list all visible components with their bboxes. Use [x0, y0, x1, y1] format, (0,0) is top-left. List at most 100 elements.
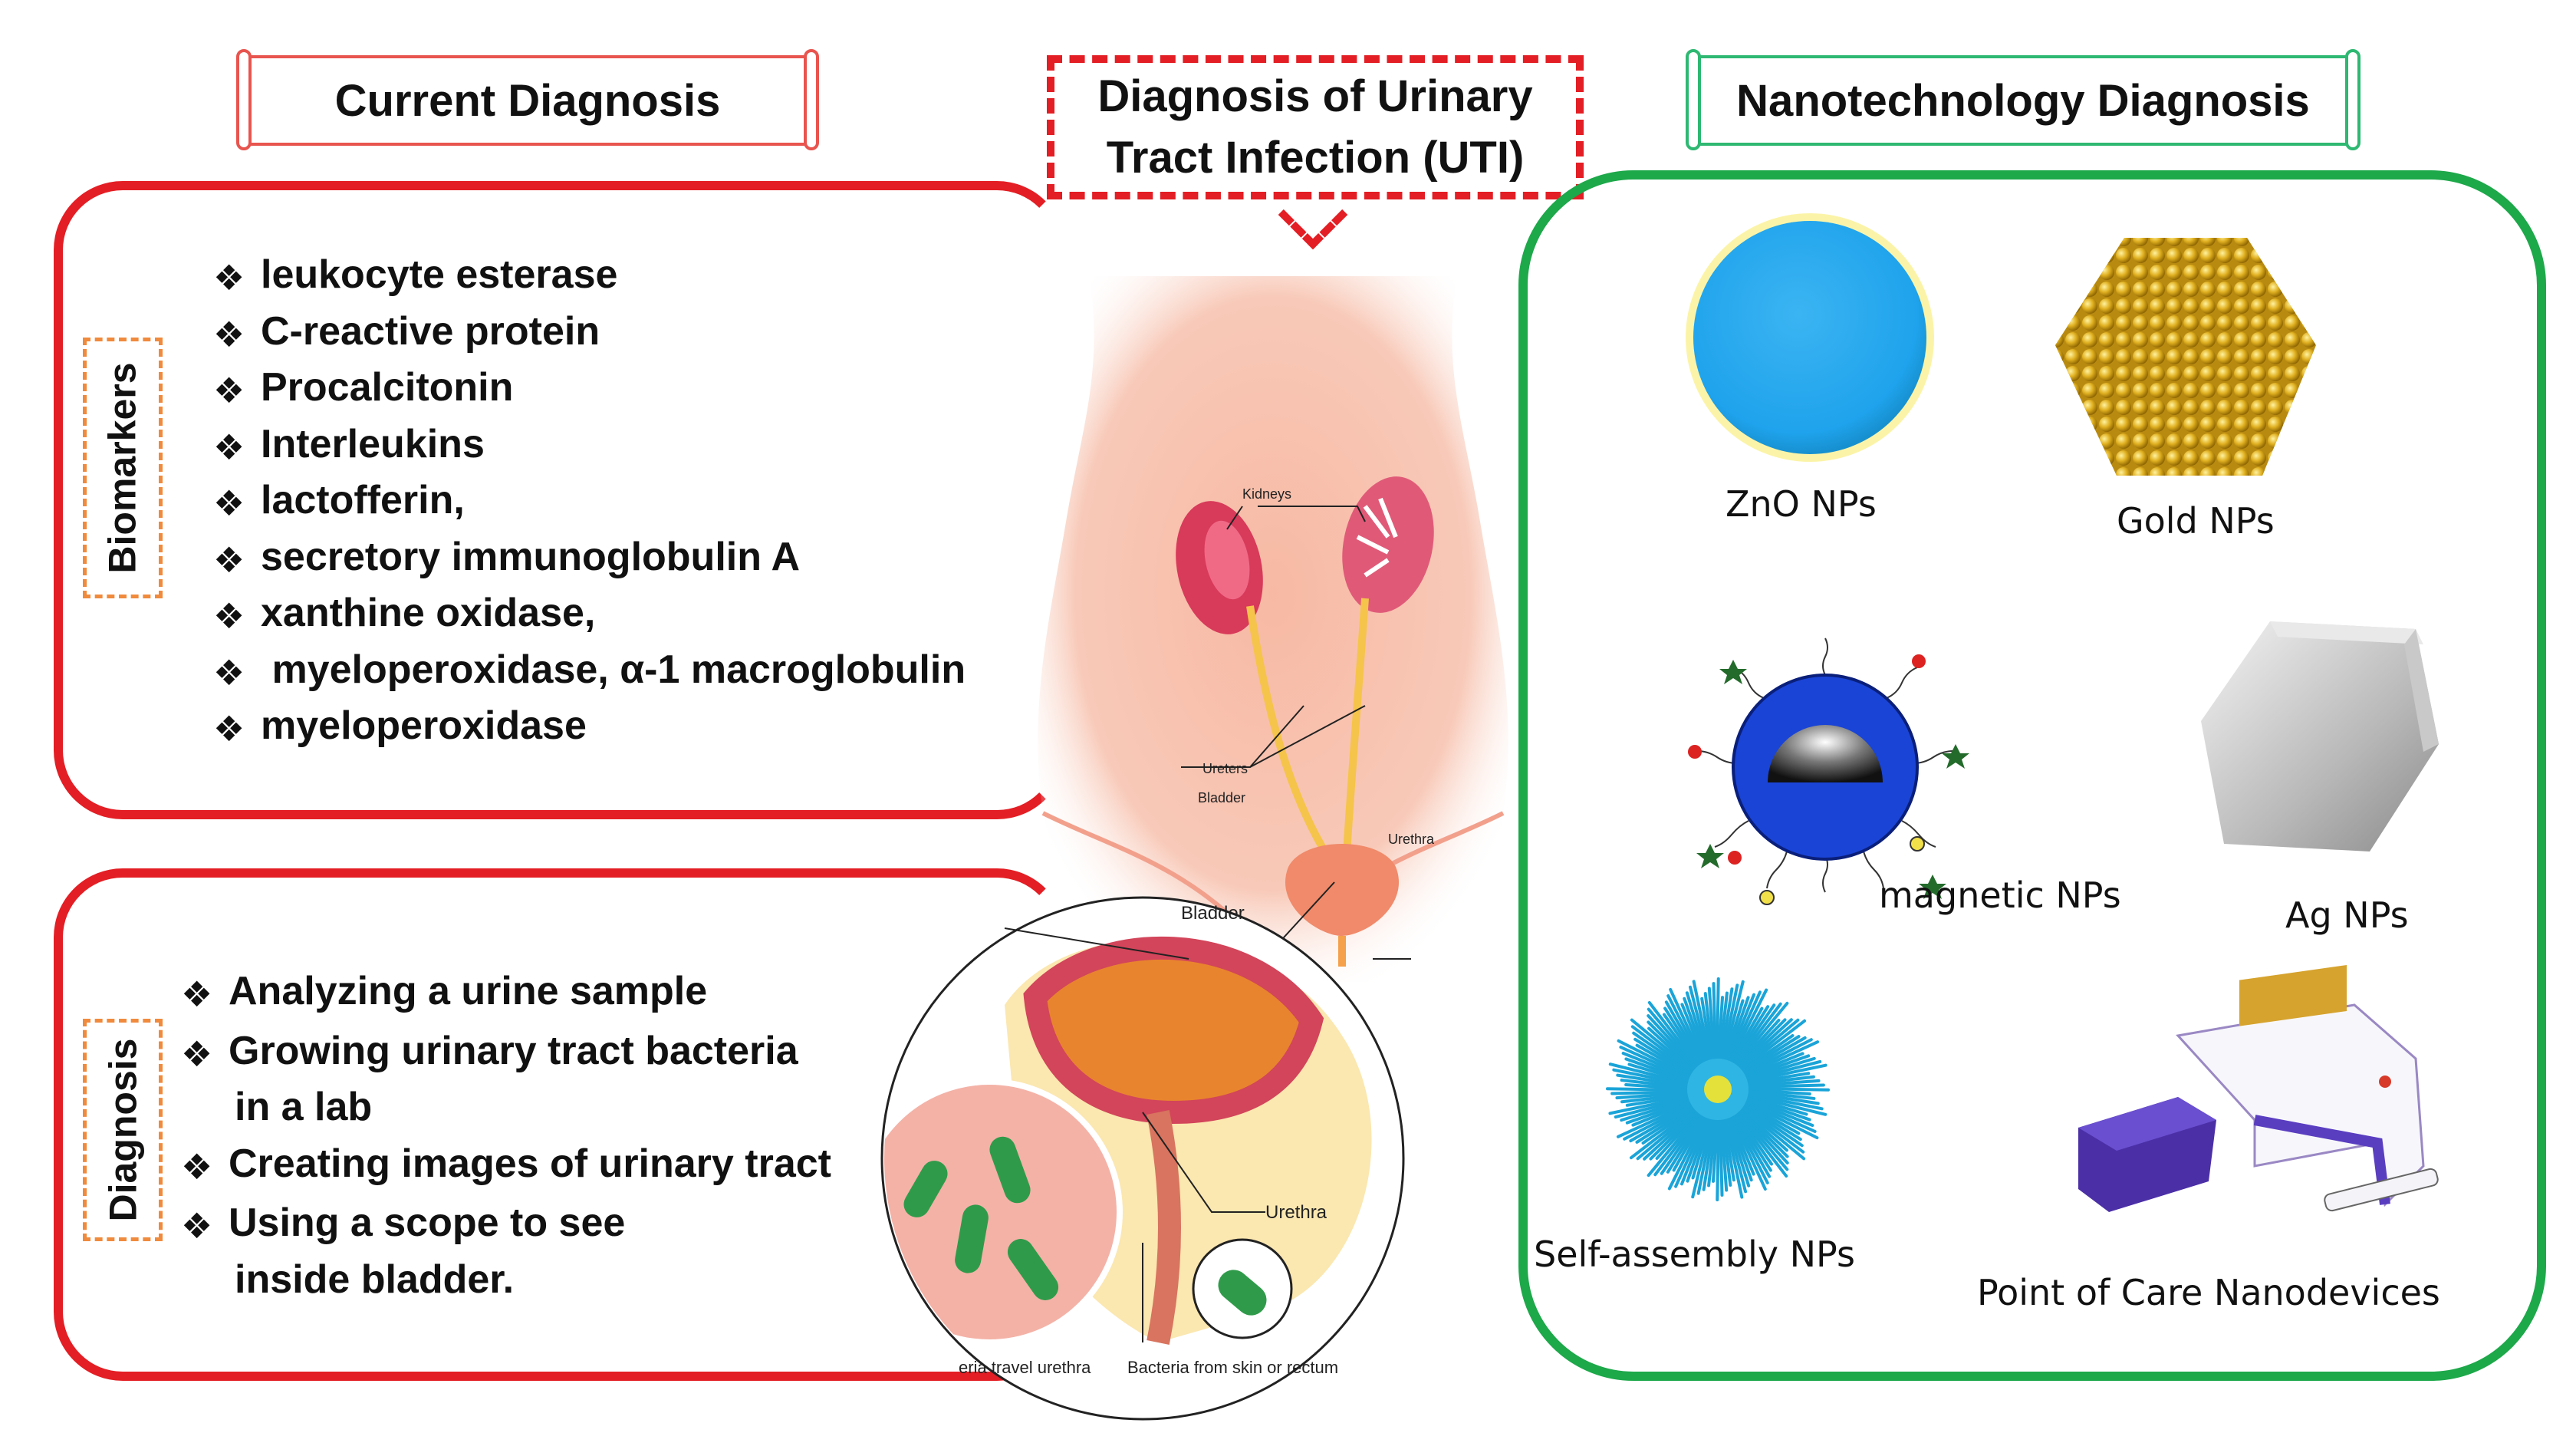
spike — [1717, 991, 1729, 1069]
spike — [1691, 1110, 1716, 1199]
spike — [1692, 980, 1714, 1069]
spike — [1616, 1073, 1697, 1089]
spike — [1621, 1051, 1698, 1084]
spike — [1739, 1089, 1820, 1105]
right-kidney — [1342, 476, 1434, 613]
spike — [1738, 1095, 1814, 1128]
list-item: ❖Analyzing a urine sample — [181, 964, 887, 1023]
spike — [1660, 1107, 1708, 1175]
list-item: ❖Procalcitonin — [213, 360, 1018, 417]
spike — [1720, 1110, 1732, 1187]
bullet-icon: ❖ — [213, 427, 245, 467]
left-kidney — [1176, 501, 1263, 634]
biomarkers-panel — [54, 181, 1066, 819]
self-assembly-np-label: Self-assembly NPs — [1534, 1234, 1855, 1275]
kidneys-label: Kidneys — [1242, 486, 1291, 502]
spike — [1731, 1105, 1788, 1178]
spike — [1720, 980, 1745, 1069]
spike — [1735, 1038, 1813, 1079]
list-item: ❖Interleukins — [213, 417, 1018, 473]
spike — [1666, 1108, 1709, 1174]
spike — [1735, 1101, 1806, 1161]
inset-urethra-label: Urethra — [1265, 1202, 1327, 1223]
spike — [1735, 1099, 1804, 1148]
biomarkers-label: Biomarkers — [101, 362, 144, 574]
nanotechnology-diagnosis-title: Nanotechnology Diagnosis — [1736, 75, 2310, 126]
spike — [1719, 1110, 1729, 1192]
spike — [1738, 1059, 1822, 1084]
gold-np-label: Gold NPs — [2117, 500, 2275, 542]
spike — [1739, 1083, 1825, 1089]
spike — [1647, 1007, 1704, 1075]
point-of-care-nanodevice — [2078, 964, 2439, 1212]
spike — [1633, 1037, 1699, 1080]
spike — [1739, 1091, 1824, 1111]
spike — [1617, 1039, 1699, 1082]
spike — [1647, 1000, 1705, 1074]
spike — [1616, 1099, 1699, 1138]
spike — [1725, 1108, 1753, 1182]
gold-nanoparticle — [2055, 238, 2316, 476]
bullet-icon: ❖ — [181, 1146, 213, 1187]
bullet-icon: ❖ — [213, 652, 245, 693]
spike — [1683, 996, 1711, 1070]
spike — [1737, 1054, 1811, 1082]
spike — [1669, 987, 1709, 1071]
spike — [1653, 1107, 1707, 1177]
spike — [1716, 1110, 1721, 1201]
spike — [1625, 1096, 1699, 1125]
spike — [1686, 1109, 1714, 1183]
spike — [1738, 1095, 1817, 1133]
list-item: ❖leukocyte esterase — [213, 247, 1018, 304]
biomarkers-label-box: Biomarkers — [83, 338, 163, 598]
uti-title-line2: Tract Infection (UTI) — [1106, 133, 1525, 183]
current-diagnosis-header: Current Diagnosis — [236, 49, 819, 150]
spike — [1732, 1103, 1789, 1164]
spike — [1727, 1005, 1770, 1071]
spike — [1733, 1019, 1807, 1076]
spike — [1624, 1057, 1698, 1085]
spike — [1647, 1106, 1706, 1178]
spike — [1731, 1018, 1787, 1074]
list-item: ❖lactofferin, — [213, 473, 1018, 529]
spike — [1739, 1075, 1815, 1087]
spike — [1630, 1025, 1700, 1079]
spike — [1702, 1110, 1718, 1191]
bullet-icon: ❖ — [213, 314, 245, 354]
bladder-inset-illustration: Bladder Urethra eria travel urethra Bact… — [880, 896, 1405, 1421]
list-item: ❖myeloperoxidase — [213, 698, 1018, 755]
spike — [1712, 982, 1718, 1069]
spike — [1620, 1079, 1697, 1090]
spike — [1608, 1093, 1698, 1115]
diagnosis-panel — [54, 868, 1066, 1381]
nanotechnology-diagnosis-header: Nanotechnology Diagnosis — [1686, 49, 2361, 150]
spike — [1735, 1035, 1801, 1078]
spike — [1696, 1110, 1716, 1195]
ureters — [1246, 598, 1369, 869]
spike — [1688, 985, 1712, 1069]
urinary-anatomy-illustration: Kidneys Ureters Bladder Urethra — [1038, 276, 1508, 982]
spike — [1620, 1095, 1698, 1122]
magnetic-np-label: magnetic NPs — [1879, 875, 2121, 916]
spike — [1703, 992, 1716, 1069]
zno-np-label: ZnO NPs — [1726, 483, 1877, 525]
spike — [1732, 1018, 1793, 1075]
uti-title-box: Diagnosis of Urinary Tract Infection (UT… — [1047, 55, 1584, 199]
spike — [1722, 1109, 1744, 1199]
spike — [1739, 1092, 1828, 1116]
spike — [1629, 1100, 1700, 1143]
ureters-label: Ureters — [1202, 761, 1248, 776]
bullet-icon: ❖ — [181, 1033, 213, 1074]
current-diagnosis-title: Current Diagnosis — [334, 75, 721, 126]
spike — [1728, 1003, 1776, 1072]
spike — [1715, 977, 1720, 1069]
bacteria-from-label: Bacteria from skin or rectum — [1127, 1358, 1338, 1377]
list-item: ❖ myeloperoxidase, α-1 macroglobulin — [213, 642, 1018, 699]
spike — [1707, 987, 1716, 1069]
magnetic-nanoparticle — [1688, 637, 1969, 905]
ag-np-label: Ag NPs — [2285, 894, 2409, 936]
spike — [1612, 1068, 1697, 1088]
list-item: ❖Creating images of urinary tract — [181, 1136, 887, 1196]
list-item: ❖C-reactive protein — [213, 304, 1018, 361]
spike — [1632, 1031, 1700, 1079]
